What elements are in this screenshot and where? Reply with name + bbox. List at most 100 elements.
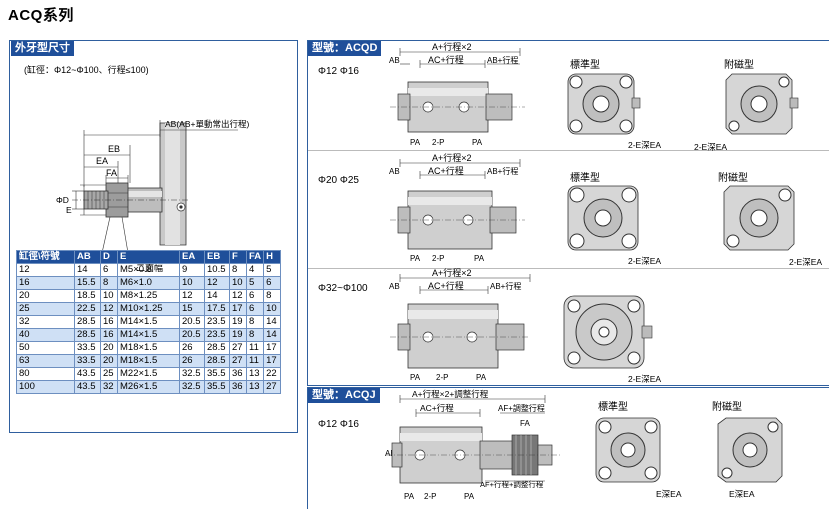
acqd-row1-mag-label: 附磁型 [724,60,754,71]
acqd-row1-mag-thread: 2-E深EA [694,142,728,152]
cell-e: M6×1.0 [117,276,180,290]
col-header-bore: 缸徑\符號 [16,250,75,264]
cell-ab: 15.5 [74,276,101,290]
acqd-row2-side-view: A+行程×2 AC+行程 AB AB+行程 PA 2-P PA [389,153,525,263]
col-header-f: F [229,250,247,264]
rod-end-diagram: AB(AB+單動常出行程) EB EA FA ΦD E F H 二面幅 [56,119,249,273]
cell-e: M14×1.5 [117,328,180,342]
acqd-row2-pa: PA [410,254,421,263]
cell-ab: 43.5 [74,380,101,394]
cell-fa: 13 [245,367,265,381]
external-thread-tag: 外牙型尺寸 [11,41,74,56]
col-header-fa: FA [245,250,265,264]
cell-bore: 16 [16,276,75,290]
cell-f: 27 [229,354,247,368]
cell-h: 22 [263,367,282,381]
label-ea: EA [96,156,108,166]
acqj-panel: 型號：ACQJ [307,387,829,509]
col-header-ea: EA [179,250,205,264]
cell-h: 14 [263,315,282,329]
cell-ea: 26 [179,341,205,355]
cell-e: M26×1.5 [117,380,180,394]
cell-h: 5 [263,263,282,277]
cell-d: 12 [100,302,118,316]
acqd-row3-p: 2-P [436,373,448,382]
acqj-pa: PA [404,492,415,501]
acqd-panel: 型號：ACQD [307,40,829,386]
cell-f: 36 [229,380,247,394]
acqj-ac-stroke: AC+行程 [420,403,454,413]
acqd-row1-std-end-view [567,73,641,135]
page-title: ACQ系列 [8,7,74,24]
cell-e: M5×0.8 [117,263,180,277]
cell-ab: 33.5 [74,354,101,368]
cell-eb: 12 [204,276,230,290]
cell-eb: 28.5 [204,341,230,355]
cell-d: 20 [100,341,118,355]
col-header-ab: AB [74,250,101,264]
acqj-side-view: A+行程×2+調整行程 AC+行程 AF+調整行程 FA AB AF+行程+調整… [385,389,560,501]
cell-h: 17 [263,341,282,355]
cell-f: 17 [229,302,247,316]
cell-bore: 80 [16,367,75,381]
cell-bore: 32 [16,315,75,329]
cell-e: M18×1.5 [117,354,180,368]
cell-ab: 14 [74,263,101,277]
acqj-pa-2: PA [464,492,475,501]
acqd-row3-ab: AB [389,282,400,291]
acqj-std-label: 標準型 [598,402,628,413]
cell-fa: 11 [245,354,265,368]
cell-eb: 23.5 [204,328,230,342]
external-thread-panel: 外牙型尺寸 (缸徑：Φ12~Φ100、行程≤100) [9,40,298,433]
cell-bore: 12 [16,263,75,277]
col-header-e: E [117,250,180,264]
acqd-divider-2 [308,268,829,269]
cell-d: 32 [100,380,118,394]
acqd-row1-mag-end-view [725,73,799,135]
acqd-row3-bore: Φ32~Φ100 [318,283,368,294]
acqd-row2-mag-end-view [723,185,795,251]
cell-d: 8 [100,276,118,290]
cell-fa: 8 [245,328,265,342]
cell-f: 19 [229,315,247,329]
acqd-row1-ab-stroke: AB+行程 [487,55,518,65]
acqd-row2-thread: 2-E深EA [628,256,662,266]
cell-fa: 13 [245,380,265,394]
acqd-row1-std-label: 標準型 [570,60,600,71]
cell-d: 10 [100,289,118,303]
cell-eb: 10.5 [204,263,230,277]
acqd-row1-ab: AB [389,56,400,65]
acqj-a-stroke: A+行程×2+調整行程 [412,389,489,399]
cell-ab: 43.5 [74,367,101,381]
col-header-d: D [100,250,118,264]
cell-h: 6 [263,276,282,290]
cell-f: 12 [229,289,247,303]
acqd-row3-side-view: A+行程×2 AC+行程 AB AB+行程 PA 2-P PA [389,268,531,382]
cell-d: 6 [100,263,118,277]
acqd-row2-mag-thread: 2-E深EA [789,257,823,267]
cell-bore: 20 [16,289,75,303]
acqj-tag: 型號：ACQJ [308,388,380,403]
label-ab: AB(AB+單動常出行程) [165,119,249,129]
acqd-row1-pa: PA [410,138,421,147]
cell-ea: 32.5 [179,380,205,394]
cell-ea: 20.5 [179,315,205,329]
cell-f: 27 [229,341,247,355]
cell-bore: 50 [16,341,75,355]
acqd-row3-end-view [563,295,653,369]
cell-bore: 63 [16,354,75,368]
table-header-row: 缸徑\符號 AB D E EA EB F FA H [16,250,282,264]
acqd-row2-p: 2-P [432,254,444,263]
cell-d: 25 [100,367,118,381]
cell-h: 27 [263,380,282,394]
acqj-std-end-view [595,417,661,483]
cell-eb: 23.5 [204,315,230,329]
acqd-row2-bore: Φ20 Φ25 [318,175,359,186]
acqd-row1-p: 2-P [432,138,444,147]
cell-fa: 11 [245,341,265,355]
cell-e: M14×1.5 [117,315,180,329]
